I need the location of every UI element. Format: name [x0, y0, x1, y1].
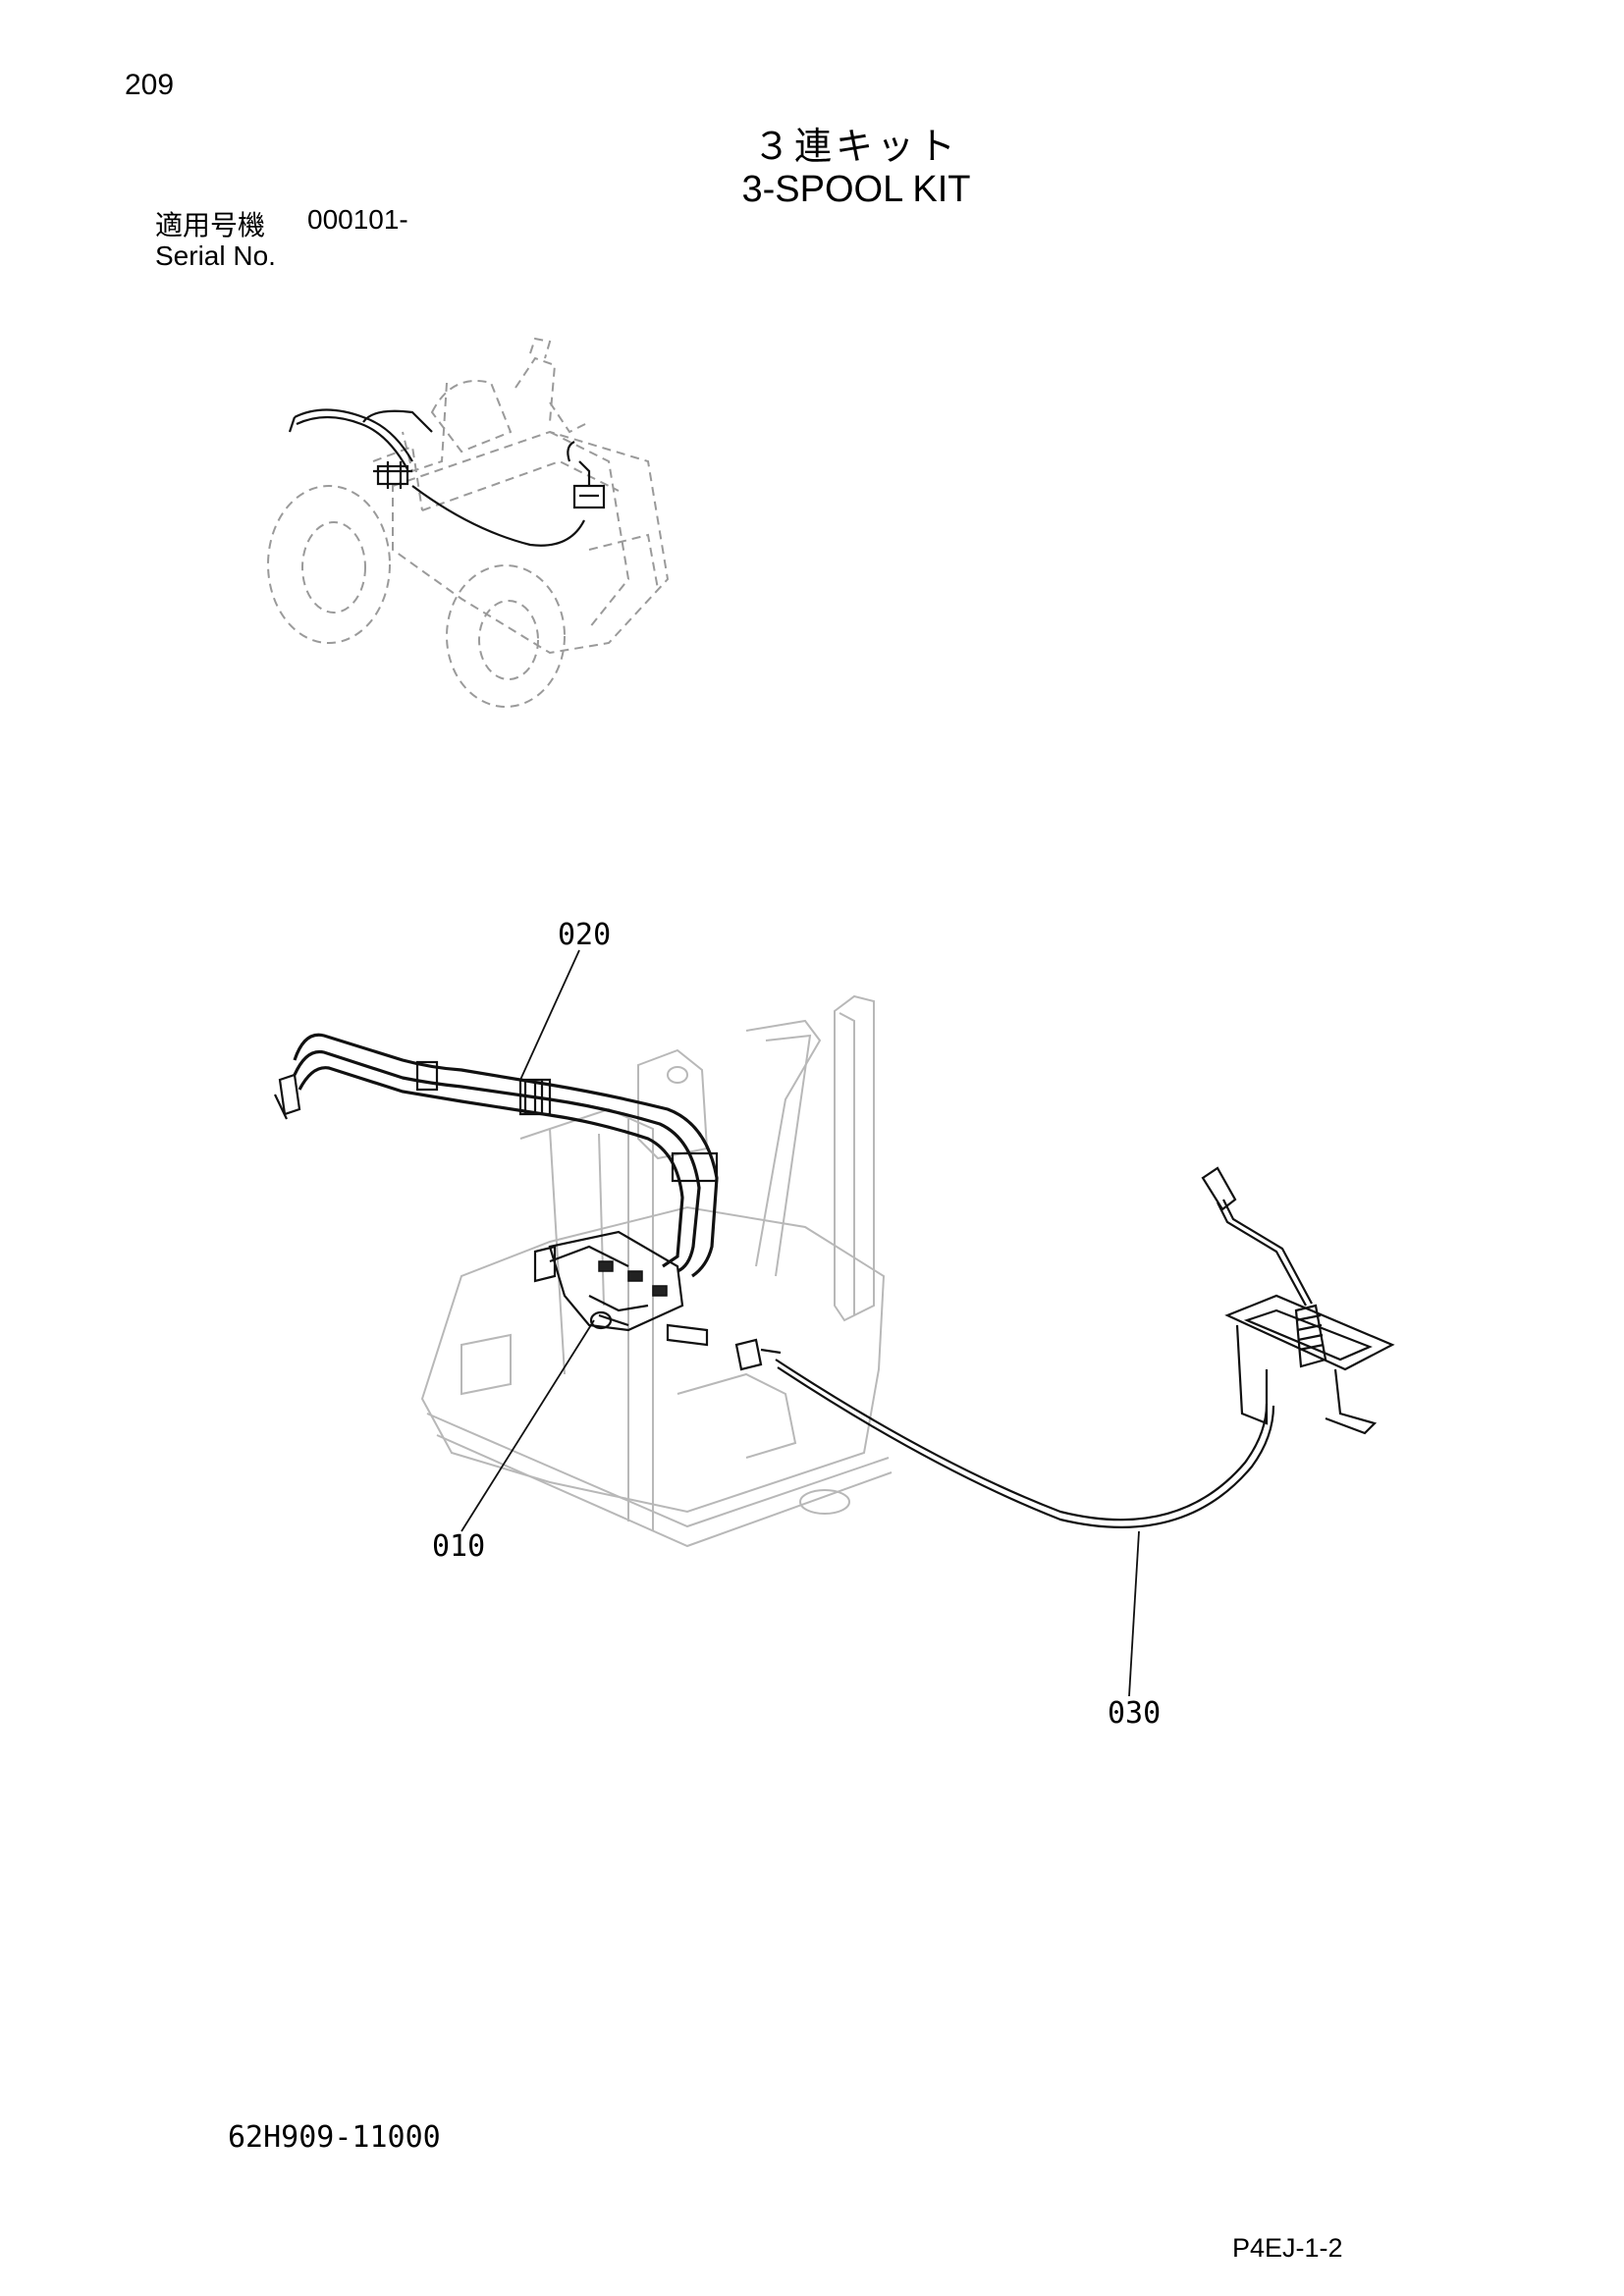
overview-hood	[392, 430, 670, 655]
overview-valve	[376, 464, 409, 486]
callout-030: 030	[1108, 1696, 1162, 1731]
leader-010	[460, 1319, 595, 1532]
mounting-frame	[420, 994, 893, 1548]
overview-cable	[411, 485, 585, 547]
part-020-hoses	[274, 1033, 719, 1278]
overview-front-wheel	[446, 564, 566, 708]
title-japanese: ３連キット	[752, 125, 959, 168]
serial-range: 000101-	[307, 204, 408, 235]
part-030-cable-lever	[775, 1166, 1395, 1528]
main-drawing	[274, 949, 1395, 1697]
lever-boot	[1294, 1304, 1327, 1368]
overview-drawing	[267, 337, 670, 708]
part-010-valve	[533, 1230, 782, 1371]
leader-030	[1128, 1530, 1140, 1697]
serial-label-japanese: 適用号機	[155, 209, 266, 241]
hose-clamp	[415, 1060, 439, 1092]
overview-hydraulic-line	[294, 408, 413, 462]
page-number: 209	[125, 69, 175, 101]
lever-plate	[1224, 1294, 1395, 1371]
callout-020: 020	[558, 918, 612, 952]
lever-rod	[1217, 1201, 1307, 1307]
leader-020	[519, 949, 580, 1081]
part-number: 62H909-11000	[228, 2120, 441, 2155]
serial-label-english: Serial No.	[155, 240, 276, 271]
overview-seat	[430, 380, 513, 454]
hose-clamp	[671, 1151, 719, 1183]
lever-knob	[1201, 1166, 1237, 1211]
overview-rear-wheel	[267, 485, 391, 644]
callout-010: 010	[432, 1529, 486, 1564]
title-english: 3-SPOOL KIT	[741, 169, 971, 210]
page-reference: P4EJ-1-2	[1232, 2233, 1343, 2263]
